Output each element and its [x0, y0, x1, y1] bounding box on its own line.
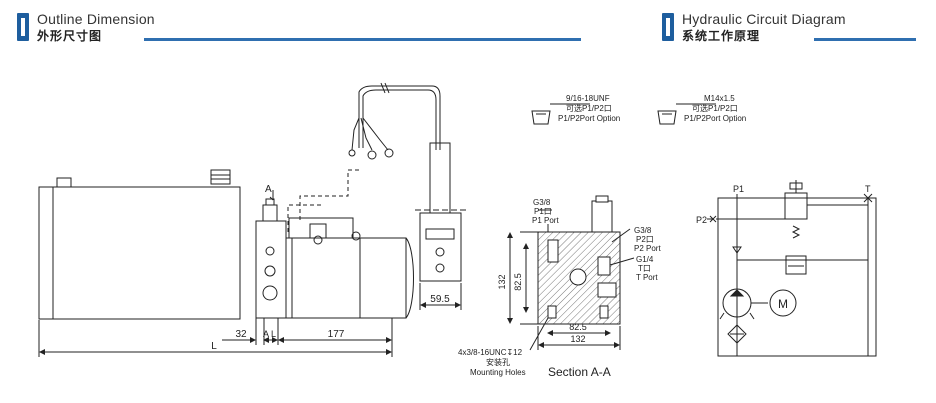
dim-l: L	[211, 341, 217, 352]
mounting-spec: 4x3/8-16UNC↧12	[458, 348, 523, 357]
valve-block	[255, 220, 287, 319]
dim-al: A L	[263, 329, 276, 339]
port-option-2-spec: M14x1.5	[704, 94, 735, 103]
section-t: T口	[638, 264, 651, 273]
outline-header-rule	[144, 38, 581, 41]
relief-valve	[785, 255, 807, 275]
section-p1-port: P1 Port	[532, 216, 559, 225]
section-marker-a: A	[265, 184, 272, 195]
dim-59-5: 59.5	[430, 294, 450, 305]
section-p2-port: P2 Port	[634, 244, 661, 253]
circuit-motor-label: M	[778, 297, 788, 311]
port-option-1-en: P1/P2Port Option	[558, 114, 620, 123]
pendant-switch	[419, 212, 462, 282]
port-option-2-en: P1/P2Port Option	[684, 114, 746, 123]
section-g14: G1/4	[636, 255, 654, 264]
port-option-1-spec: 9/16-18UNF	[566, 94, 610, 103]
mounting-cn: 安装孔	[486, 357, 510, 367]
section-aa-drawing	[507, 195, 635, 351]
circuit-p1: P1	[733, 184, 744, 194]
outline-title-cn: 外形尺寸图	[37, 29, 103, 43]
outline-drawing	[38, 82, 466, 357]
section-dim-132-v: 132	[497, 274, 507, 289]
hydraulic-circuit	[707, 180, 877, 357]
circuit-header-rule	[814, 38, 916, 41]
circuit-p2: P2	[696, 215, 707, 225]
section-dim-82-5-v: 82.5	[513, 273, 523, 291]
circuit-t: T	[865, 184, 871, 194]
port-option-2-cn: 可选P1/P2口	[692, 103, 738, 113]
section-g38-right: G3/8	[634, 226, 652, 235]
filler-cap	[56, 177, 72, 188]
circuit-frame	[717, 197, 877, 357]
solenoid-valve	[784, 192, 808, 220]
section-dim-82-5-h: 82.5	[569, 322, 587, 332]
motor-icon	[769, 289, 797, 317]
oil-tank	[38, 186, 241, 320]
section-p1: P1口	[534, 207, 552, 216]
section-p2: P2口	[636, 235, 654, 244]
dim-32: 32	[235, 329, 247, 340]
port-option-1-cn: 可选P1/P2口	[566, 103, 612, 113]
section-aa-title: Section A-A	[548, 365, 611, 379]
breather-cap	[210, 169, 231, 185]
section-t-port: T Port	[636, 273, 658, 282]
outline-title-en: Outline Dimension	[37, 11, 155, 27]
section-g38-left: G3/8	[533, 198, 551, 207]
filter-icon	[727, 324, 747, 344]
dim-177: 177	[328, 329, 345, 340]
motor-body	[285, 237, 407, 319]
section-dim-132-h: 132	[570, 334, 585, 344]
circuit-title-cn: 系统工作原理	[682, 29, 761, 43]
circuit-title-en: Hydraulic Circuit Diagram	[682, 11, 846, 27]
mounting-en: Mounting Holes	[470, 368, 526, 377]
header-bar-icon	[662, 13, 674, 41]
port-option-icons	[531, 103, 716, 125]
header-bar-icon	[17, 13, 29, 41]
